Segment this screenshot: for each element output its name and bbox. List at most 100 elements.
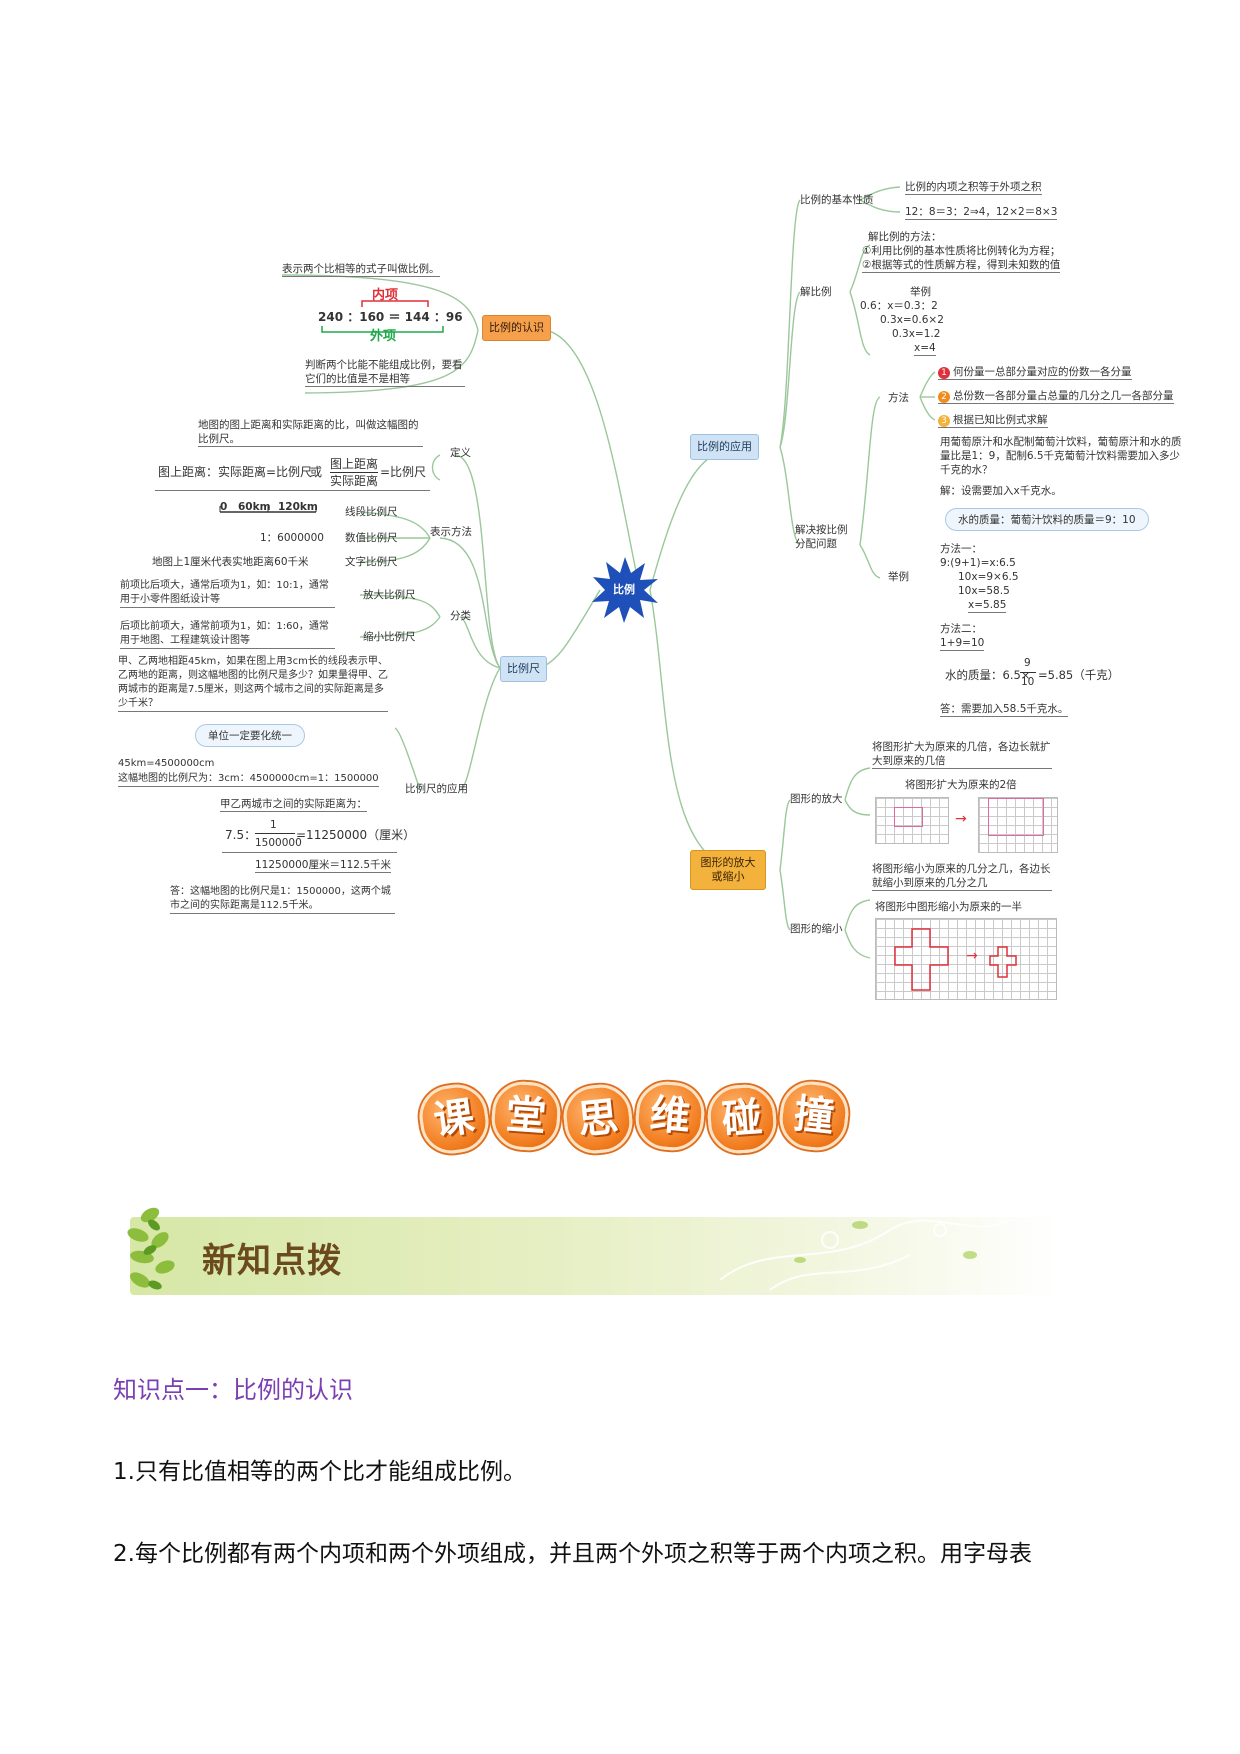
reduce-arrow-icon: →	[966, 948, 978, 964]
scale-definition-label: 定义	[450, 447, 471, 459]
method-item-text: 总份数一各部分量占总量的几分之几一各部分量	[953, 390, 1174, 402]
shape-enlarge-caption: 将图形扩大为原来的2倍	[905, 779, 1017, 791]
distribution-answer: 答：需要加入58.5千克水。	[940, 703, 1069, 717]
mindmap-connectors	[281, 186, 936, 959]
reduce-scale-text: 后项比前项大，通常前项为1，如：1:60，通常用于地图、工程建筑设计图等	[120, 620, 335, 649]
section-title-char-3: 思	[560, 1081, 636, 1157]
formula-underline	[155, 490, 430, 491]
line-scale-graphic	[219, 506, 317, 513]
branch-shapes-label: 图形的放大或缩小	[700, 856, 756, 883]
scale-step-5: 11250000厘米＝112.5千米	[255, 859, 392, 873]
scale-formula-left: 图上距离：实际距离=比例尺	[158, 465, 313, 479]
section-title-char-6: 撞	[776, 1078, 852, 1154]
ratio-example: 240 ：160 ＝ 144 ：96	[318, 310, 463, 324]
distribution-example-label: 举例	[888, 571, 909, 583]
inner-bracket	[361, 300, 429, 307]
classification-label: 分类	[450, 610, 471, 622]
shape-reduce-label: 图形的缩小	[790, 923, 843, 935]
knowledge-heading: 知识点一：比例的认识	[113, 1376, 353, 1404]
scale-application-answer: 答：这幅地图的比例尺是1：1500000，这两个城市之间的实际距离是112.5千…	[170, 885, 395, 914]
branch-scale: 比例尺	[500, 656, 547, 682]
method-one-line-3: x=5.85	[968, 599, 1007, 613]
scale-application-question: 甲、乙两地相距45km，如果在图上用3cm长的线段表示甲、乙两地的距离，则这幅地…	[118, 655, 388, 712]
method-one-line-0: 9:(9+1)=x:6.5	[940, 557, 1016, 569]
outer-term-label: 外项	[370, 329, 397, 344]
shape-enlarge-label: 图形的放大	[790, 793, 843, 805]
scale-formula-or: 或	[310, 465, 323, 479]
method-two-frac-top: 9	[1024, 657, 1031, 669]
ratio-note-pill: 水的质量：葡萄汁饮料的质量＝9：10	[945, 508, 1149, 531]
basic-property-label: 比例的基本性质	[800, 194, 874, 206]
scale-step-4-frac-bar	[255, 833, 295, 834]
solve-method-1: ①利用比例的基本性质将比例转化为方程；	[862, 245, 1061, 257]
scale-fraction-bottom: 实际距离	[330, 474, 379, 488]
method-two-frac-bar	[1020, 672, 1036, 673]
inner-term-label: 内项	[372, 288, 399, 303]
number-2-icon: 2	[938, 391, 950, 403]
basic-property-example: 12：8＝3：2⇒4，12×2＝8×3	[905, 206, 1058, 220]
method-item-text: 根据已知比例式求解	[953, 414, 1048, 426]
scale-step-4-right: =11250000（厘米）	[296, 828, 416, 842]
method-one-line-2: 10x=58.5	[958, 585, 1010, 597]
method-two-frac-bottom: 10	[1021, 676, 1035, 688]
method-one-title: 方法一：	[940, 543, 982, 555]
distribution-problem: 用葡萄原汁和水配制葡萄汁饮料，葡萄原汁和水的质量比是1：9，配制6.5千克葡萄汁…	[940, 436, 1182, 476]
branch-shapes: 图形的放大或缩小	[690, 850, 766, 890]
solve-label: 解比例	[800, 286, 832, 298]
method-two-calc-left: 水的质量：6.5×	[945, 668, 1031, 682]
banner-title: 新知点拨	[202, 1241, 342, 1281]
method-two-calc-right: =5.85（千克）	[1038, 668, 1120, 682]
recognition-definition: 表示两个比相等的式子叫做比例。	[282, 263, 440, 277]
number-3-icon: 3	[938, 415, 950, 427]
solve-example-line-2: 0.3x=1.2	[892, 328, 941, 340]
line-scale-value-0: 0	[220, 501, 228, 513]
enlarge-scale-label: 放大比例尺	[363, 589, 416, 601]
banner-background	[130, 1217, 1060, 1295]
section-title-char-5: 碰	[705, 1082, 779, 1156]
enlarge-large-rect	[988, 798, 1044, 836]
basic-property-text: 比例的内项之积等于外项之积	[905, 181, 1042, 195]
distribution-method-label: 方法	[888, 392, 909, 404]
solve-example-line-1: 0.3x=0.6×2	[880, 314, 944, 326]
scale-fraction-top: 图上距离	[330, 457, 379, 471]
section-title-char-2: 堂	[489, 1079, 563, 1153]
section-title-char-1: 课	[415, 1080, 493, 1158]
scale-step-1: 45km=4500000cm	[118, 758, 215, 769]
paragraph-1: 1.只有比值相等的两个比才能组成比例。	[113, 1459, 526, 1485]
decorative-swirl-icon	[719, 1219, 1011, 1291]
reduce-grid: →	[875, 918, 1057, 1000]
scale-step-4-frac-bottom: 1500000	[255, 837, 302, 849]
line-scale-value-1: 60km	[238, 501, 271, 513]
reduce-scale-label: 缩小比例尺	[363, 631, 416, 643]
text-scale-label: 文字比例尺	[345, 556, 398, 568]
cross-shape-small	[989, 946, 1017, 978]
application-sublabel: 比例尺的应用	[405, 783, 468, 795]
paragraph-2: 2.每个比例都有两个内项和两个外项组成，并且两个外项之积等于两个内项之积。用字母…	[113, 1541, 1032, 1567]
scale-definition-text: 地图的图上距离和实际距离的比，叫做这幅图的比例尺。	[198, 418, 423, 447]
number-1-icon: 1	[938, 367, 950, 379]
method-one-line-1: 10x=9×6.5	[958, 571, 1019, 583]
leaf-cluster-icon	[127, 1207, 175, 1290]
solve-example-title: 举例	[910, 286, 931, 298]
enlarge-scale-text: 前项比后项大，通常后项为1，如：10:1，通常用于小零件图纸设计等	[120, 579, 335, 608]
scale-fraction-eq: =比例尺	[380, 465, 427, 479]
line-scale-label: 线段比例尺	[345, 506, 398, 518]
numeric-scale-value: 1：6000000	[260, 532, 324, 544]
shape-enlarge-text: 将图形扩大为原来的几倍，各边长就扩大到原来的几倍	[872, 741, 1052, 769]
method-two-line: 1+9=10	[940, 637, 985, 651]
scale-fraction-bar	[330, 472, 378, 473]
scale-step-4-left: 7.5：	[225, 828, 257, 842]
cross-shape-large	[894, 928, 949, 991]
step-4-underline	[222, 852, 397, 853]
representation-label: 表示方法	[430, 526, 472, 538]
solve-method-2: ②根据等式的性质解方程，得到未知数的值	[862, 259, 1061, 273]
enlarge-grid-before	[875, 797, 949, 844]
method-item-text: 何份量一总部分量对应的份数一各分量	[953, 366, 1132, 378]
center-node-burst	[592, 557, 658, 623]
unit-note-pill: 单位一定要化统一	[195, 724, 305, 747]
enlarge-grid-after	[978, 797, 1058, 853]
shape-reduce-text: 将图形缩小为原来的几分之几，各边长就缩小到原来的几分之几	[872, 863, 1052, 891]
section-title-char-4: 维	[633, 1079, 707, 1153]
